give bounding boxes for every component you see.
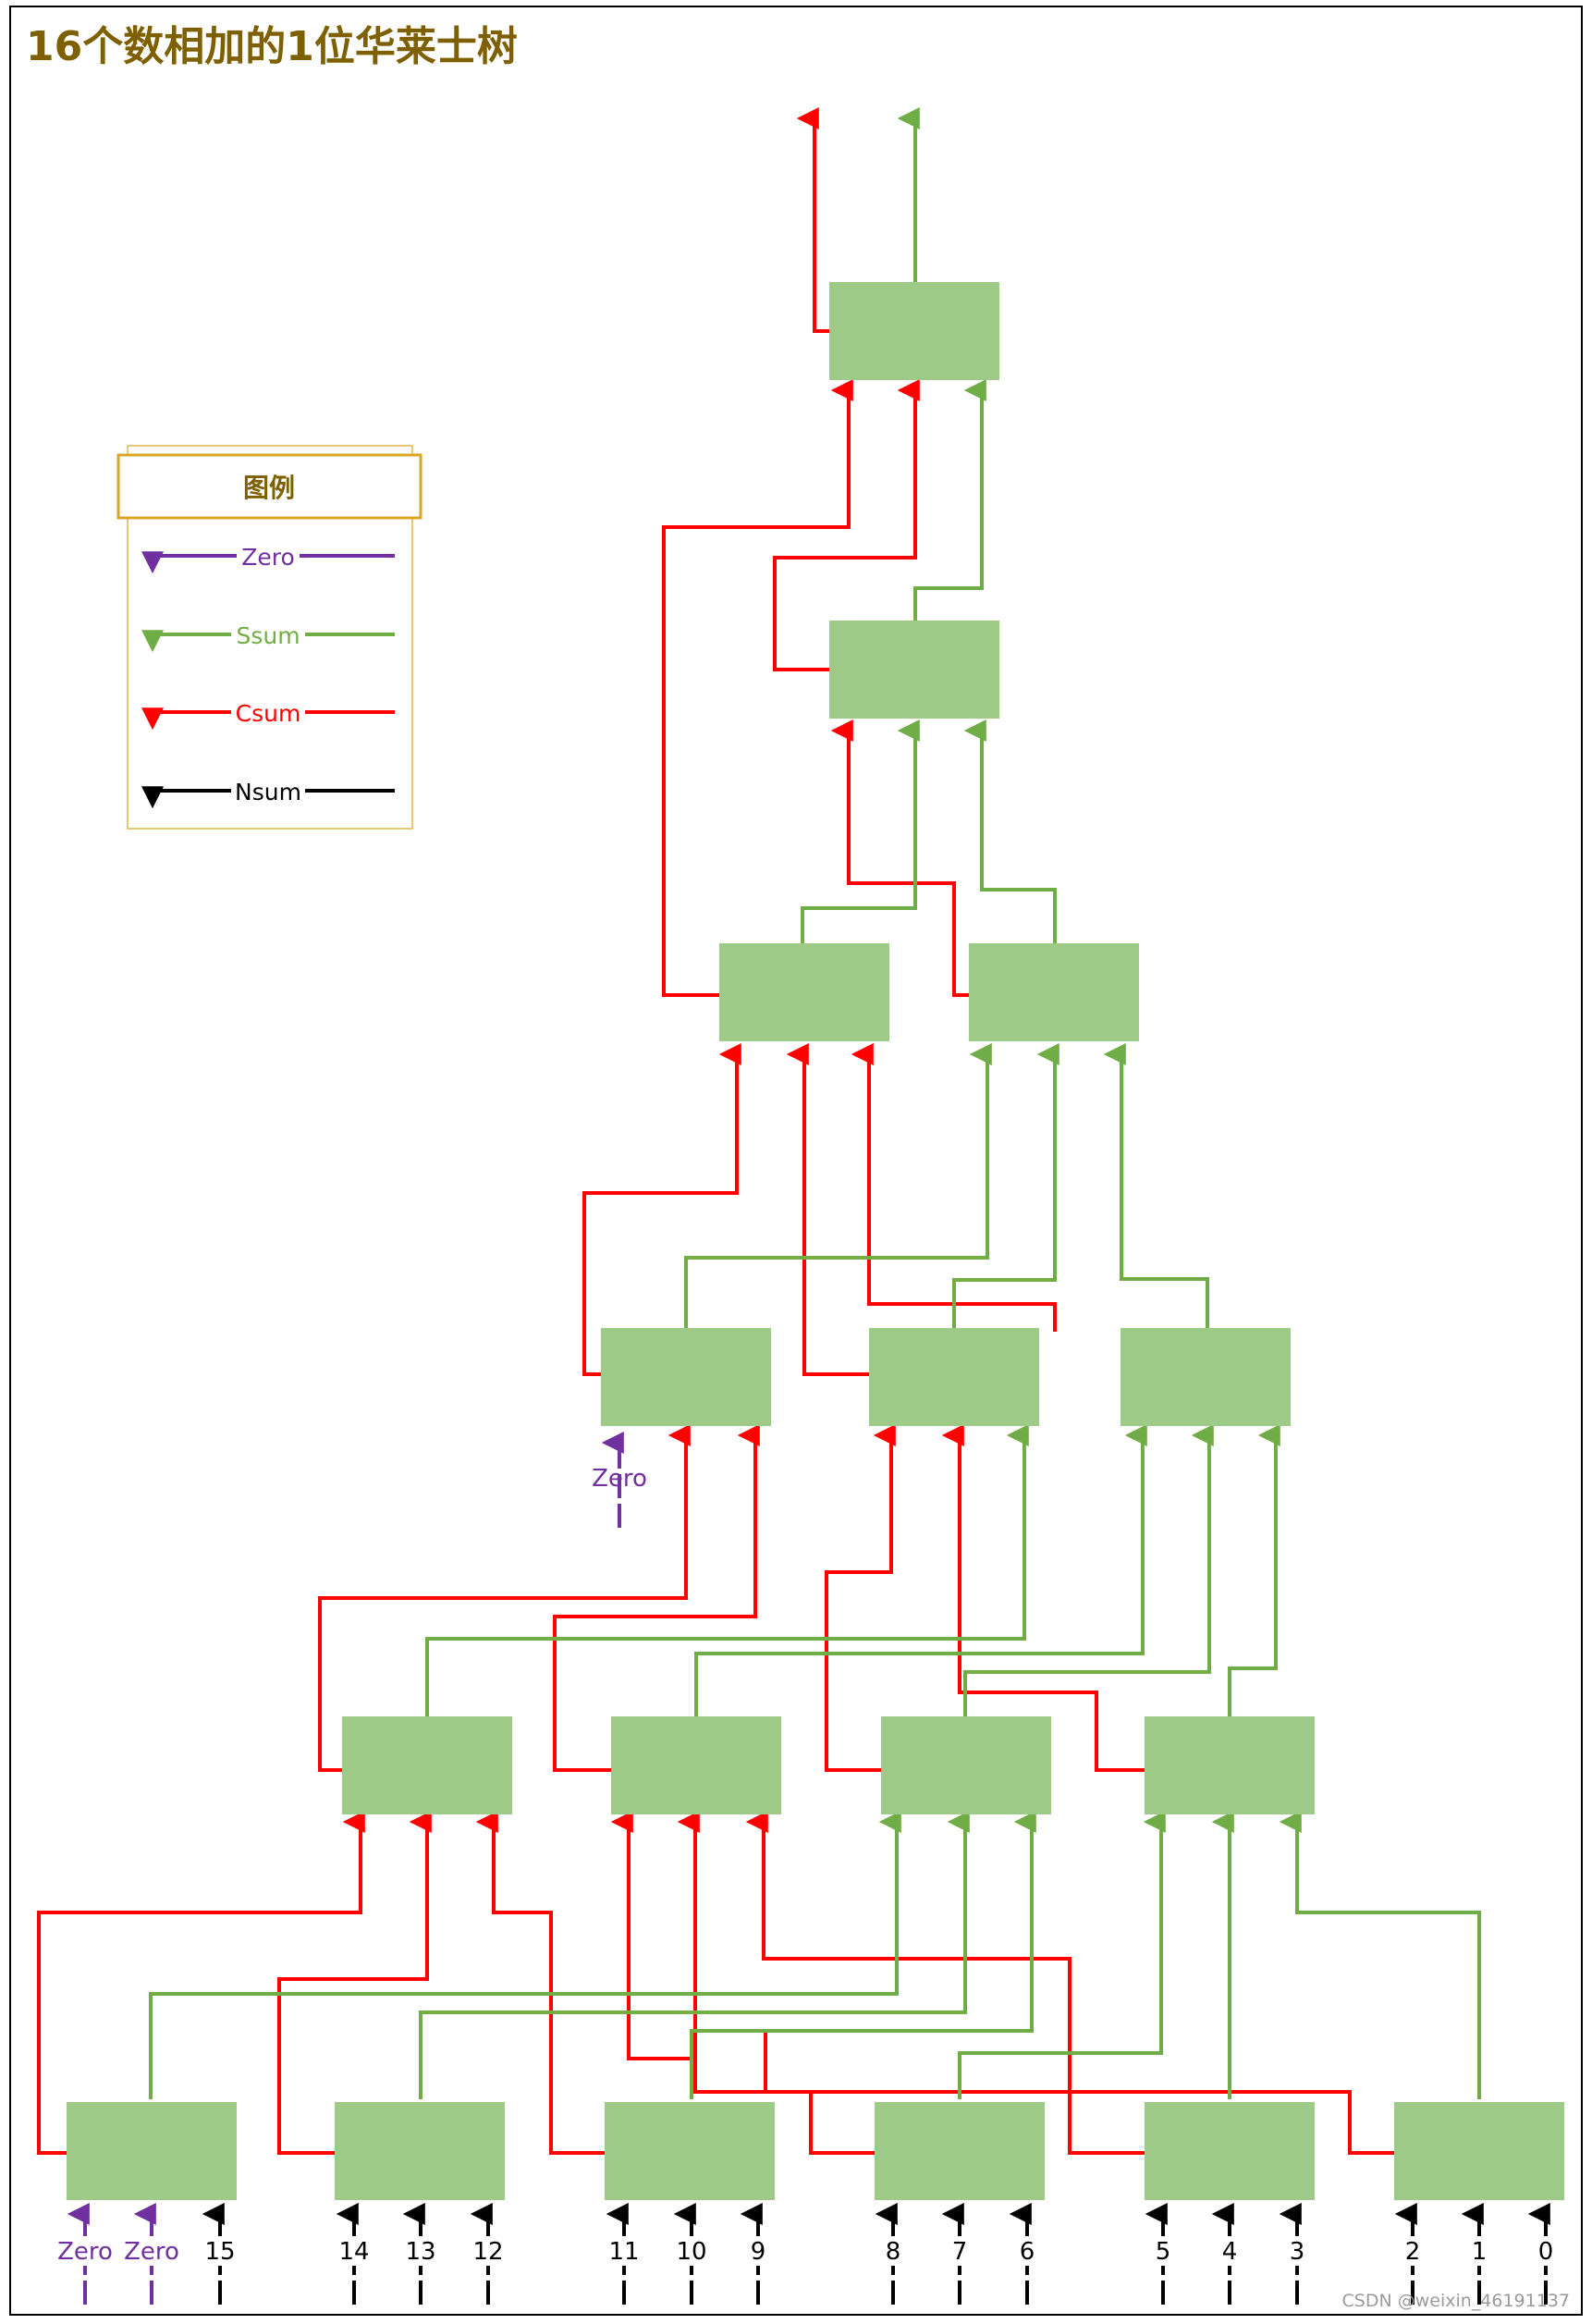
- wire-l3-to-top-c: [913, 379, 986, 621]
- input-label-3: 3: [1290, 2238, 1305, 2266]
- adder-l6-4: [1145, 1716, 1315, 1814]
- wire-l6-to-l5-d: [941, 1424, 1146, 1772]
- adder-b1: [67, 2102, 237, 2200]
- wire-l6-to-l5-c: [825, 1424, 896, 1772]
- input-label-7: 7: [952, 2238, 968, 2266]
- wire-b3-to-l6-d: [610, 1811, 693, 2099]
- wire-b1-to-l6-h: [149, 1811, 901, 2099]
- legend-title: 图例: [243, 473, 295, 503]
- adder-l6-2: [611, 1716, 781, 1814]
- adder-b4: [875, 2102, 1045, 2200]
- wire-l4-to-top-a: [662, 379, 853, 997]
- adder-l6-3: [881, 1716, 1051, 1814]
- adder-l6-1: [342, 1716, 512, 1814]
- input-labels: Zero Zero 15 14 13 12 11 10 9 8 7 6 5 4 …: [57, 2238, 1553, 2266]
- adder-l3: [829, 621, 999, 719]
- adders: [67, 282, 1564, 2200]
- adder-b3: [605, 2102, 775, 2200]
- legend: 图例 Zero Ssum Csum Nsum: [116, 445, 422, 830]
- wire-l5-to-l4r-b: [952, 1043, 1059, 1332]
- input-label-15: 15: [204, 2238, 235, 2266]
- wire-l4r-to-l3-a: [830, 719, 969, 997]
- legend-csum-label: Csum: [236, 700, 301, 727]
- watermark: CSDN @weixin_46191137: [1341, 2291, 1571, 2311]
- wire-l6-to-l5-b: [553, 1424, 760, 1772]
- input-label-14: 14: [338, 2238, 369, 2266]
- wire-b2-to-l6-i: [419, 1811, 970, 2099]
- adder-l5-3: [1121, 1328, 1291, 1426]
- input-label-8: 8: [886, 2238, 901, 2266]
- wire-l5-to-l4r-a: [684, 1043, 992, 1332]
- wire-b6-to-l6-g: [764, 2031, 1394, 2155]
- wire-l5-to-l4-b: [786, 1043, 956, 1376]
- wire-l4r-to-l3-c: [963, 719, 1057, 943]
- adder-b2: [335, 2102, 505, 2200]
- wire-b1-to-l6-a: [37, 1811, 365, 2155]
- wire-l6-to-l5-g: [963, 1424, 1214, 1720]
- input-label-11: 11: [608, 2238, 639, 2266]
- wire-b6-to-l6-m: [1279, 1811, 1481, 2099]
- input-label-backing: [55, 2236, 1559, 2266]
- zero-label-l5: Zero: [592, 1465, 647, 1493]
- wire-b2-to-l6-b: [277, 1811, 432, 2155]
- diagram-title: 16个数相加的1位华莱士树: [26, 23, 518, 70]
- wire-b3-to-l6-c: [475, 1811, 605, 2155]
- adder-l5-2: [869, 1328, 1039, 1426]
- wire-l5-to-l4r-c: [1103, 1043, 1209, 1332]
- legend-zero-label: Zero: [241, 544, 295, 571]
- input-label-zero-b: Zero: [124, 2238, 179, 2266]
- wire-l6-to-l5-f: [694, 1424, 1147, 1720]
- wire-l3-to-top-b: [773, 379, 920, 671]
- input-label-10: 10: [676, 2238, 706, 2266]
- wire-l6-to-l5-h: [1228, 1424, 1280, 1720]
- input-label-0: 0: [1538, 2238, 1554, 2266]
- output-csum-wire: [796, 107, 829, 333]
- input-label-6: 6: [1020, 2238, 1035, 2266]
- wire-l5-to-l4-c: [851, 1043, 1057, 1332]
- adder-b5: [1145, 2102, 1315, 2200]
- adder-l4-left: [719, 943, 889, 1041]
- wire-l5-to-l4-a: [582, 1043, 741, 1376]
- adder-top: [829, 282, 999, 380]
- wire-l6-to-l5-a: [318, 1424, 691, 1772]
- input-label-13: 13: [405, 2238, 435, 2266]
- input-label-2: 2: [1405, 2238, 1421, 2266]
- adder-b6: [1394, 2102, 1564, 2200]
- wire-b4-to-l6-k: [958, 1811, 1166, 2099]
- legend-ssum-label: Ssum: [236, 622, 300, 649]
- wire-l4-to-l3-b: [801, 719, 920, 943]
- input-label-12: 12: [472, 2238, 503, 2266]
- wire-l6-to-l5-e: [425, 1424, 1029, 1720]
- input-arrows: [67, 2203, 1550, 2305]
- input-label-5: 5: [1156, 2238, 1171, 2266]
- input-label-zero-a: Zero: [57, 2238, 113, 2266]
- wire-b5-to-l6-f: [745, 1811, 1145, 2155]
- wire-b3-to-l6-j: [690, 1811, 1036, 2099]
- adder-l4-right: [969, 943, 1139, 1041]
- adder-l5-1: [601, 1328, 771, 1426]
- wires: [37, 107, 1481, 2155]
- input-label-9: 9: [751, 2238, 766, 2266]
- input-label-1: 1: [1472, 2238, 1488, 2266]
- legend-nsum-label: Nsum: [235, 779, 301, 805]
- legend-header: [116, 453, 422, 520]
- input-label-4: 4: [1222, 2238, 1238, 2266]
- legend-box: [127, 445, 413, 830]
- diagram-frame: [9, 6, 1583, 2316]
